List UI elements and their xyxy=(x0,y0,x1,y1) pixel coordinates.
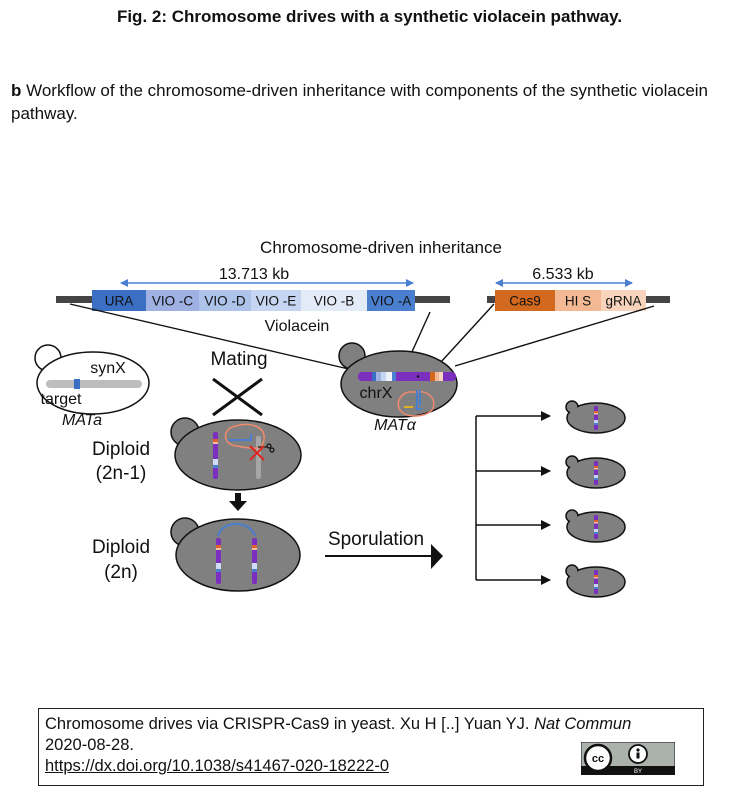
cas9-backbone-left xyxy=(487,296,495,303)
figure-title: Fig. 2: Chromosome drives with a synthet… xyxy=(116,7,623,26)
diploid-2n-1-cell xyxy=(170,417,302,491)
violacein-name-label: Violacein xyxy=(265,318,330,335)
gene-segment-label: gRNA xyxy=(605,293,641,308)
sporulation-label: Sporulation xyxy=(328,529,424,550)
gene-segment-label: VIO -D xyxy=(204,293,246,308)
cas9-cassette: 6.533 kb Cas9 HI S gRNA xyxy=(487,266,670,311)
diploid-2n-1-label-line2: (2n-1) xyxy=(96,463,147,484)
sporulation-arrow xyxy=(325,544,443,569)
haploid-spore xyxy=(565,564,626,598)
gene-segment-label: VIO -C xyxy=(152,293,194,308)
gene-segment-label: Cas9 xyxy=(509,293,541,308)
gene-segment xyxy=(601,290,646,311)
citation-line-1: Chromosome drives via CRISPR-Cas9 in yea… xyxy=(45,714,697,735)
cc-icon: cc xyxy=(583,743,613,773)
caption-panel-label: b xyxy=(11,81,22,100)
gene-segment xyxy=(367,290,415,311)
mating-type-a-label: MATa xyxy=(62,412,102,429)
mating-cross-icon xyxy=(212,377,263,417)
mating-label: Mating xyxy=(210,349,267,370)
zoom-line xyxy=(69,303,371,375)
svg-text:BY: BY xyxy=(634,769,642,775)
homolog-pairing-arc xyxy=(217,523,256,537)
diploid-2n-1-label-line1: Diploid xyxy=(92,439,150,460)
synx-chromosome xyxy=(46,380,142,388)
haploid-spore xyxy=(565,509,626,543)
mating-type-alpha-label: MATα xyxy=(374,417,417,434)
gene-segment xyxy=(495,290,555,311)
gene-segment xyxy=(146,290,199,311)
doi-link[interactable]: https://dx.doi.org/10.1038/s41467-020-18… xyxy=(45,757,390,775)
converted-chromosome xyxy=(252,538,257,584)
haploid-drive-cell: chrX xyxy=(338,342,458,418)
grna-structure xyxy=(228,434,252,441)
gene-segment-label: VIO -B xyxy=(314,293,355,308)
figure-caption: b Workflow of the chromosome-driven inhe… xyxy=(11,79,731,125)
gene-segment-label: URA xyxy=(105,293,134,308)
cut-mark-icon xyxy=(249,445,265,461)
chrx-label: chrX xyxy=(360,385,393,402)
cas9-size-label: 6.533 kb xyxy=(532,266,593,283)
by-attribution-icon: BY xyxy=(628,744,648,775)
zoom-line xyxy=(454,305,655,367)
target-label: target xyxy=(41,391,82,408)
caption-text: Workflow of the chromosome-driven inheri… xyxy=(11,81,709,123)
drive-chromosome xyxy=(213,432,218,479)
chromosome-backbone-right xyxy=(414,296,450,303)
diploid-2n-cell xyxy=(170,517,301,592)
haploid-target-cell: synX target xyxy=(34,344,150,415)
cas9-backbone-right xyxy=(646,296,670,303)
svg-text:cc: cc xyxy=(592,753,604,765)
cas9-plasmid xyxy=(397,391,435,417)
gene-segment xyxy=(199,290,251,311)
violacein-size-label: 13.713 kb xyxy=(219,266,289,283)
drive-chromosome xyxy=(216,538,221,584)
cc-by-license-badge[interactable]: cc BY xyxy=(581,742,675,775)
violacein-cassette: 13.713 kb URA VIO -C VIO -D VIO -E VIO -B VIO… xyxy=(56,266,450,335)
down-arrow-icon xyxy=(229,493,247,511)
target-site xyxy=(74,379,80,389)
chromosome-backbone-left xyxy=(56,296,92,303)
haploid-spore xyxy=(565,455,626,489)
gene-segment xyxy=(251,290,301,311)
gene-segment xyxy=(555,290,601,311)
citation-box: Chromosome drives via CRISPR-Cas9 in yea… xyxy=(38,708,704,786)
haploid-spore xyxy=(565,400,626,434)
chrx-chromosome xyxy=(358,372,456,381)
gene-segment xyxy=(92,290,146,311)
gene-segment xyxy=(301,290,367,311)
grna-structure xyxy=(416,390,422,410)
cas9-plasmid xyxy=(224,423,265,449)
citation-date: 2020-08-28. xyxy=(45,736,134,754)
synx-label: synX xyxy=(90,360,126,377)
diagram-heading: Chromosome-driven inheritance xyxy=(260,238,502,257)
branch-arrows xyxy=(475,411,551,585)
gene-segment-label: HI S xyxy=(565,293,591,308)
gene-segment-label: VIO -A xyxy=(371,293,412,308)
citation-journal: Nat Commun xyxy=(534,715,632,733)
citation-text: Chromosome drives via CRISPR-Cas9 in yea… xyxy=(45,715,535,733)
diploid-2n-label-line2: (2n) xyxy=(104,562,138,583)
gene-segment-label: VIO -E xyxy=(256,293,297,308)
diploid-2n-label-line1: Diploid xyxy=(92,537,150,558)
